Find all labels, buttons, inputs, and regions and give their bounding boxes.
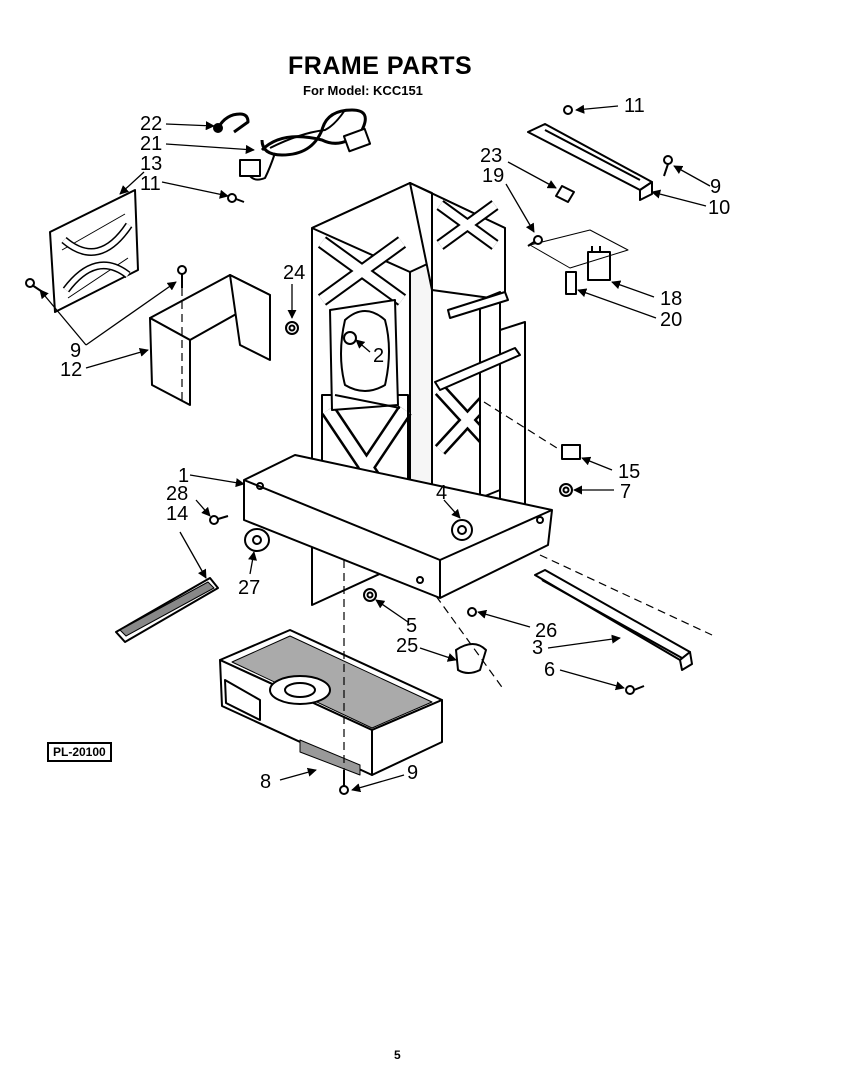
page-number: 5 — [394, 1048, 401, 1062]
part-13-wall-plate — [49, 189, 139, 313]
part-12-bracket — [149, 274, 271, 406]
callout-9-bottom: 9 — [407, 762, 418, 784]
part-8-bottom-tray — [219, 629, 443, 776]
callout-8: 8 — [260, 771, 271, 793]
callout-6: 6 — [544, 659, 555, 681]
callout-7: 7 — [620, 481, 631, 503]
callout-5: 5 — [406, 615, 417, 637]
main-frame-tower — [243, 182, 553, 606]
callout-22: 22 — [140, 113, 162, 135]
callout-27: 27 — [238, 577, 260, 599]
part-21-power-cord — [239, 108, 372, 181]
callout-19: 19 — [482, 165, 504, 187]
callout-24: 24 — [283, 262, 305, 284]
callout-9: 9 — [70, 340, 81, 362]
callout-26: 26 — [535, 620, 557, 642]
callout-9-top: 9 — [710, 176, 721, 198]
assembly-lines — [181, 288, 713, 786]
part-10-top-rail — [527, 123, 653, 201]
callout-20: 20 — [660, 309, 682, 331]
callout-10: 10 — [708, 197, 730, 219]
callout-labels: 22 21 13 11 9 12 24 2 1 28 14 27 4 5 25 … — [60, 95, 730, 793]
plate-code-box: PL-20100 — [47, 742, 112, 762]
leader-lines — [39, 104, 711, 793]
callout-12: 12 — [60, 359, 82, 381]
callout-4: 4 — [436, 482, 447, 504]
callout-15: 15 — [618, 461, 640, 483]
callout-21: 21 — [140, 133, 162, 155]
part-14-filter-strip — [115, 577, 219, 643]
model-subtitle: For Model: KCC151 — [303, 83, 423, 98]
callout-13: 13 — [140, 153, 162, 175]
callout-14: 14 — [166, 503, 188, 525]
callout-23: 23 — [480, 145, 502, 167]
callout-18: 18 — [660, 288, 682, 310]
callout-1: 1 — [178, 465, 189, 487]
diagram-title: FRAME PARTS — [288, 52, 473, 80]
callout-2: 2 — [373, 345, 384, 367]
callout-28: 28 — [166, 483, 188, 505]
part-22-clamp — [213, 112, 250, 134]
callout-25: 25 — [396, 635, 418, 657]
hardware-screws — [25, 105, 673, 795]
callout-11-top: 11 — [624, 95, 645, 117]
part-3-side-rail — [534, 569, 693, 671]
callout-11: 11 — [140, 173, 161, 195]
part-18-switch — [565, 246, 611, 295]
callout-3: 3 — [532, 637, 543, 659]
